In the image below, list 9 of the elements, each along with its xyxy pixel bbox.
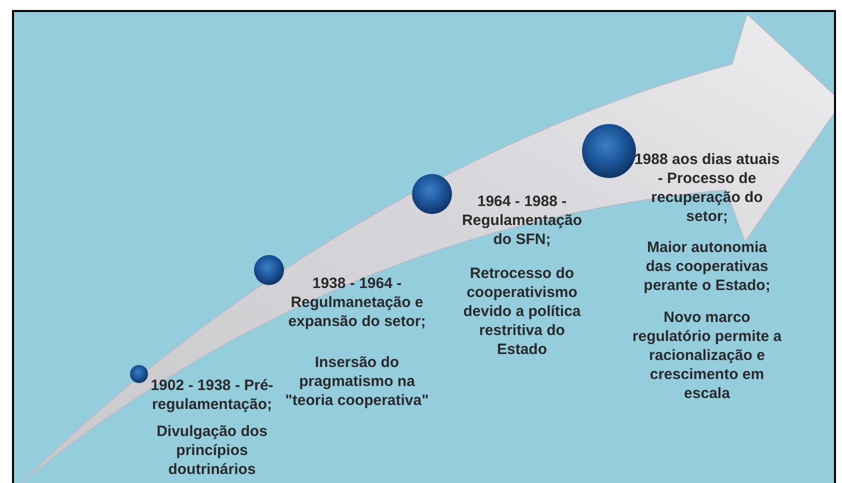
timeline-text: Maior autonomia das cooperativas perante o Estado; — [642, 238, 772, 295]
timeline-text: Divulgação dos princípios doutrinários — [156, 422, 268, 479]
timeline-text: 1988 aos dias atuais - Processo de recuperação do setor; — [633, 150, 781, 226]
timeline-text: 1964 - 1988 - Regulamentação do SFN; — [460, 192, 584, 249]
timeline-text: Insersão do pragmatismo na "teoria cooperativa" — [284, 353, 430, 410]
timeline-text: 1902 - 1938 - Pré-regulamentação; — [150, 376, 274, 414]
timeline-text: Novo marco regulatório permite a racionalização e crescimento em escala — [632, 308, 782, 403]
timeline-text: Retrocesso do cooperativismo devido a política restritiva do Estado — [462, 264, 582, 359]
timeline-text: 1938 - 1964 - Regulmanetação e expansão do setor; — [287, 274, 427, 331]
